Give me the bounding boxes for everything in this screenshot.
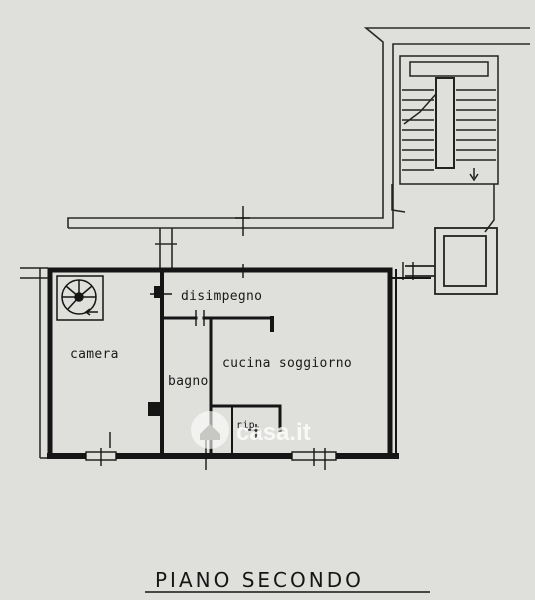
- room-label-camera: camera: [70, 347, 119, 362]
- corridor-outline: [67, 27, 530, 268]
- room-label-bagno: bagno: [168, 374, 209, 389]
- elevator-outline: [405, 227, 498, 295]
- windows: [85, 206, 414, 470]
- apartment-walls: [47, 267, 431, 459]
- watermark-text: casa.it: [236, 419, 311, 446]
- house-icon: [200, 424, 220, 440]
- watermark: casa.it: [191, 411, 311, 449]
- staircase: [391, 55, 499, 233]
- plan-title: PIANO SECONDO: [155, 568, 364, 592]
- balcony-outline: [20, 267, 52, 459]
- room-label-disimpegno: disimpegno: [181, 289, 262, 304]
- rip-door: [248, 424, 260, 438]
- room-label-cucina-soggiorno: cucina soggiorno: [222, 356, 352, 371]
- wall-columns: [148, 286, 164, 416]
- spiral-staircase: [56, 275, 104, 321]
- room-label-rip: rip.: [236, 420, 261, 431]
